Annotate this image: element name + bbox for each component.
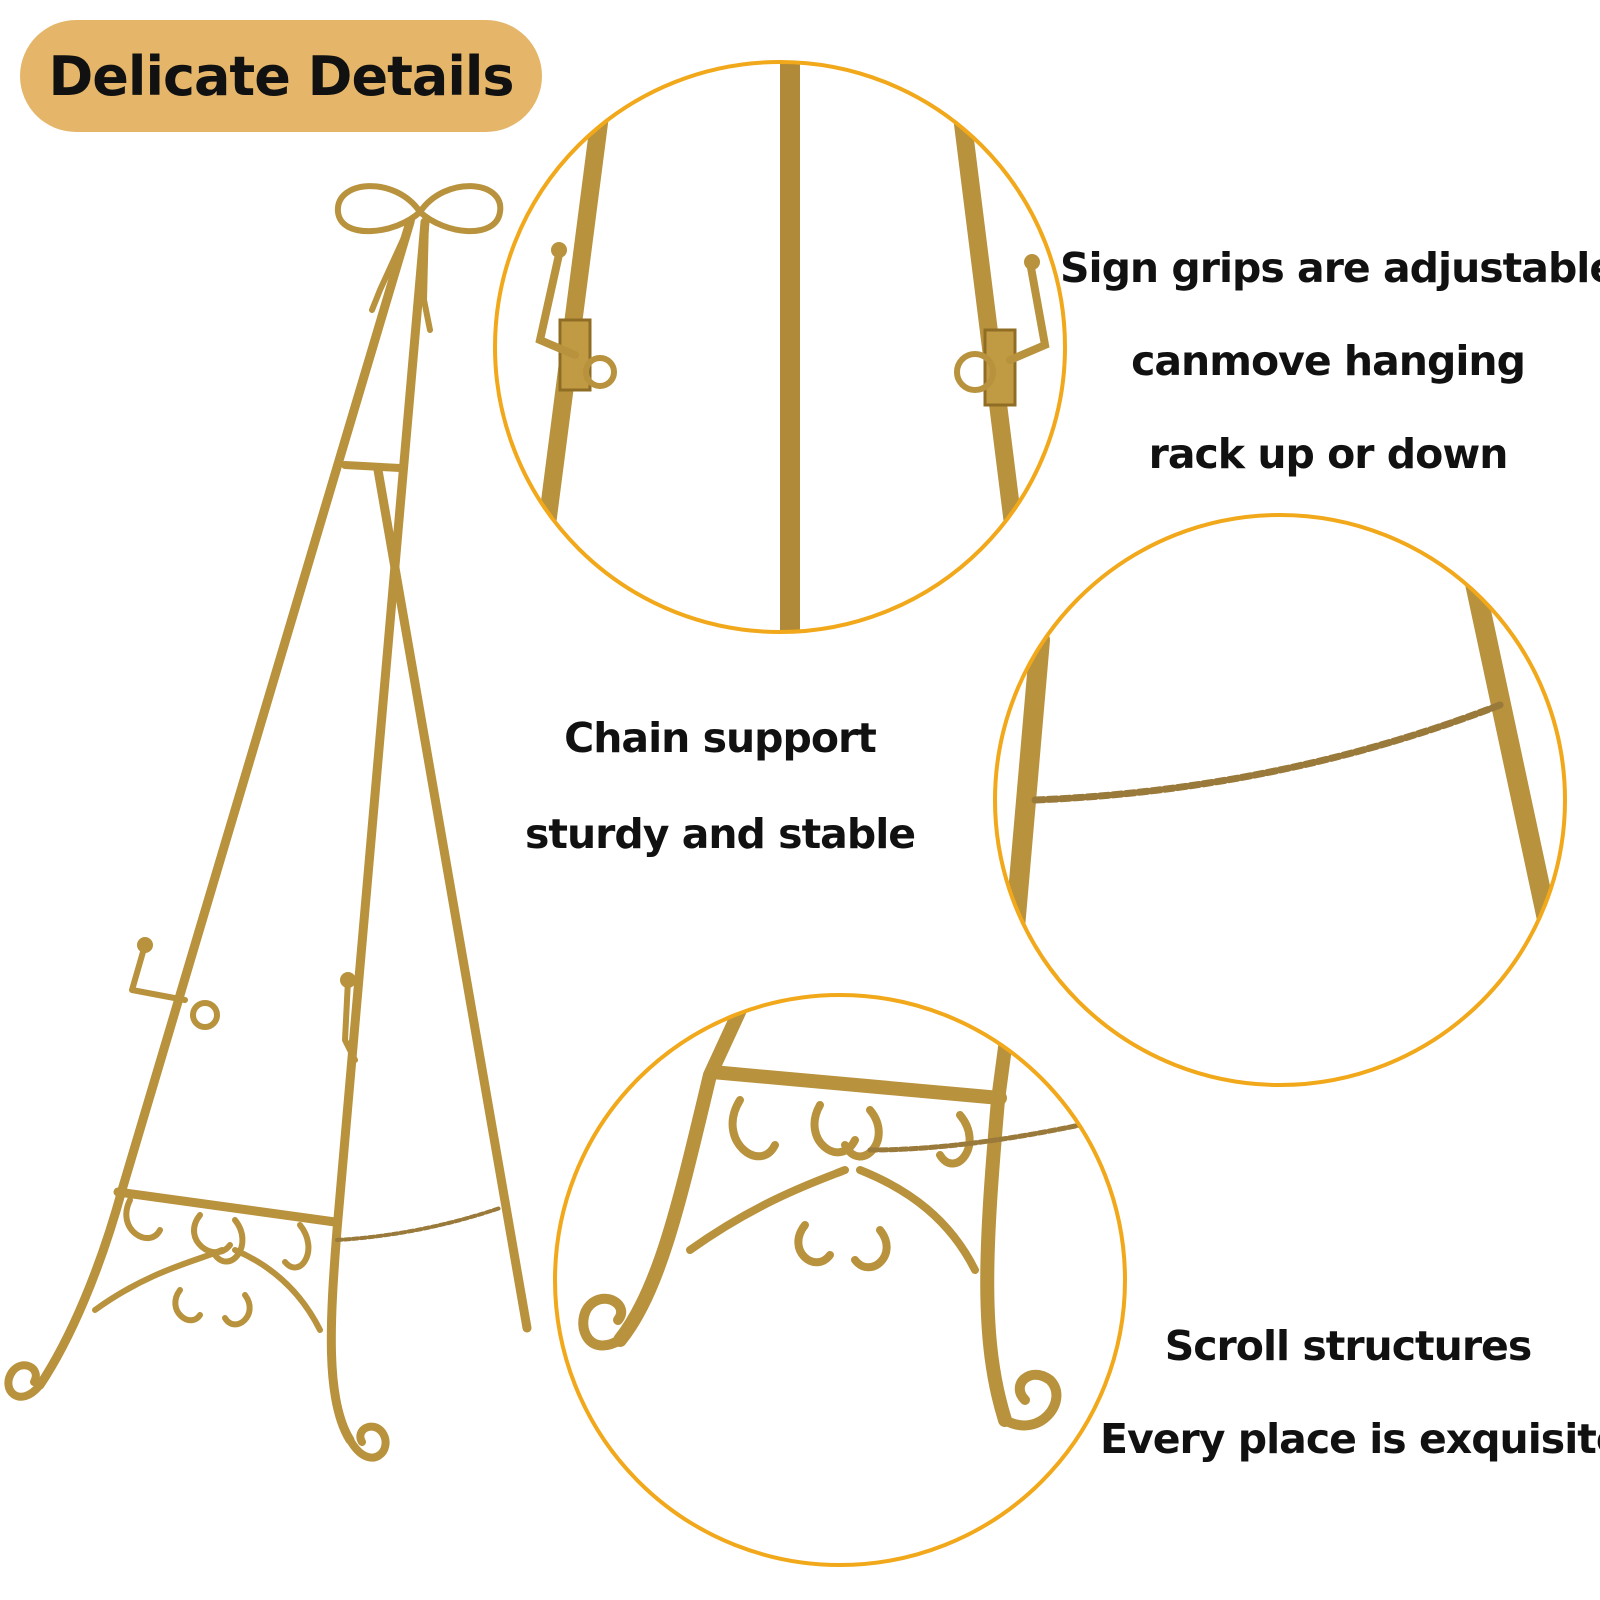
scroll-caption-line: Every place is exquisite (1100, 1415, 1600, 1463)
scroll-caption: Scroll structures Every place is exquisi… (1100, 1300, 1600, 1486)
back-leg (373, 465, 532, 1333)
bottom-crossbar (113, 1187, 340, 1227)
chain-caption: Chain support sturdy and stable (520, 690, 920, 882)
front-right-leg (326, 217, 430, 1445)
top-crossbar (341, 461, 404, 472)
scroll-caption-line: Scroll structures (1164, 1322, 1533, 1370)
scrollwork (92, 1197, 323, 1333)
grips-caption-line: Sign grips are adjustable (1060, 244, 1600, 292)
sign-grips (129, 937, 358, 1063)
scroll-detail-circle (553, 993, 1127, 1567)
full-easel (4, 183, 532, 1462)
badge-label: Delicate Details (48, 44, 514, 108)
right-foot-scroll (346, 1422, 390, 1462)
chain-detail-circle (993, 513, 1567, 1087)
front-left-leg (35, 217, 415, 1390)
grips-caption-line: rack up or down (1148, 430, 1509, 478)
grips-detail-circle (493, 60, 1067, 634)
chain-caption-line: sturdy and stable (524, 810, 916, 858)
delicate-details-badge: Delicate Details (20, 20, 542, 132)
left-foot-scroll (4, 1361, 44, 1401)
chain-caption-line: Chain support (564, 714, 877, 762)
grips-caption: Sign grips are adjustable canmove hangin… (1060, 222, 1600, 501)
chain (335, 1206, 502, 1242)
grips-caption-line: canmove hanging (1131, 337, 1526, 385)
